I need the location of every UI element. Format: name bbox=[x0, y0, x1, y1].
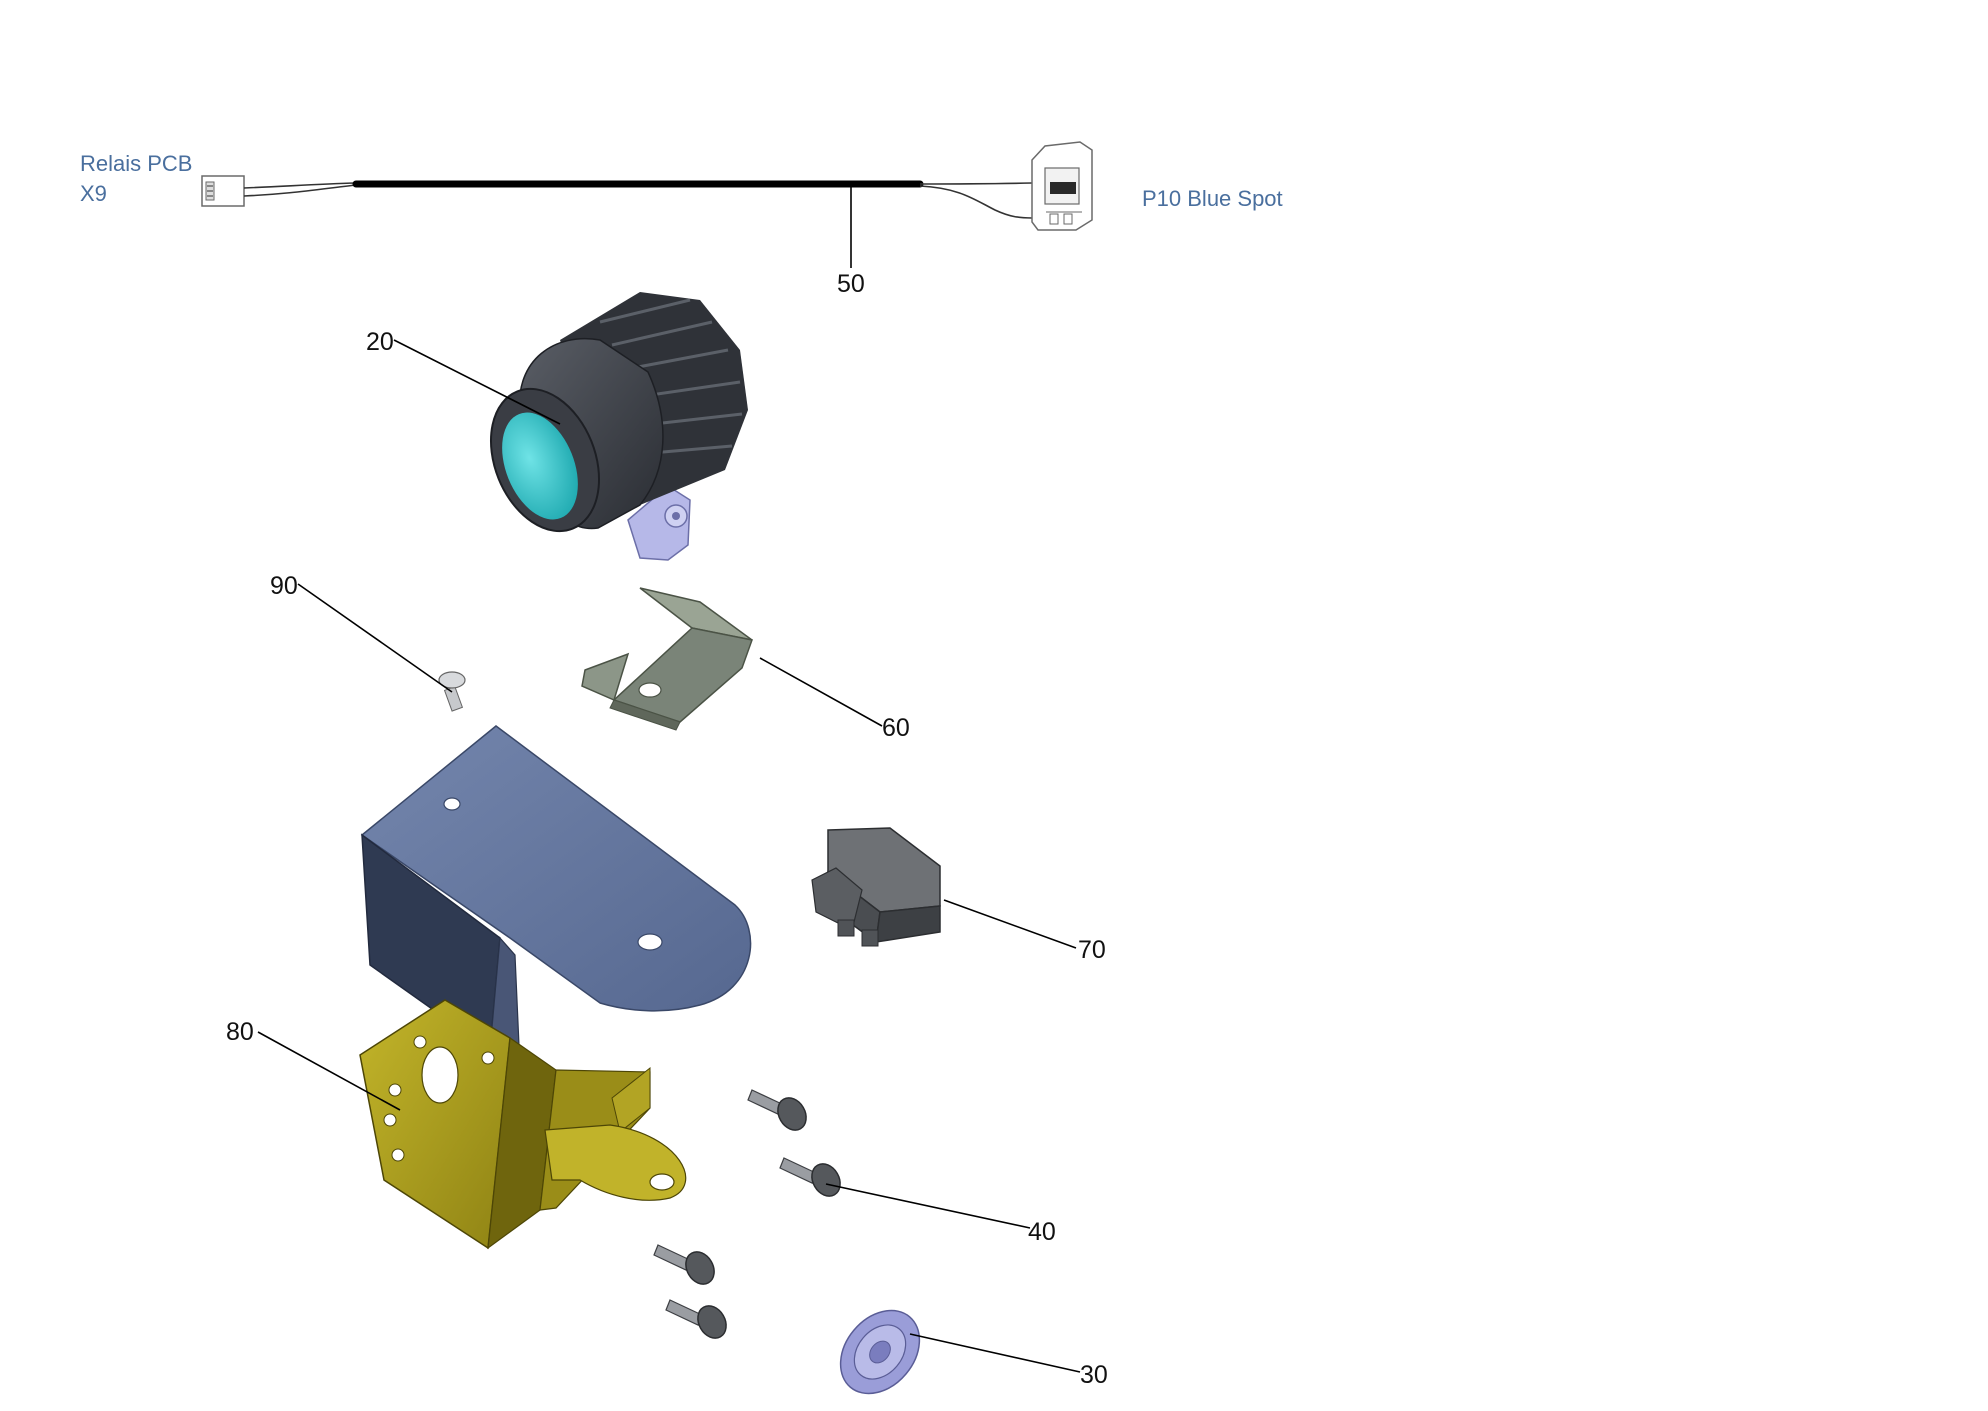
leader-40 bbox=[825, 1183, 1031, 1229]
screw-group-icon bbox=[653, 1089, 841, 1339]
leader-80 bbox=[257, 1031, 401, 1111]
callout-50: 50 bbox=[837, 270, 865, 298]
screw-icon bbox=[665, 1299, 727, 1339]
blue-spot-connector-icon bbox=[1031, 141, 1093, 231]
connector-label-p10-blue-spot: P10 Blue Spot bbox=[1142, 186, 1283, 211]
yellow-bracket-icon bbox=[359, 999, 687, 1250]
callout-90: 90 bbox=[270, 572, 298, 600]
callout-40: 40 bbox=[1028, 1218, 1056, 1246]
leader-60 bbox=[759, 657, 883, 727]
callout-80: 80 bbox=[226, 1018, 254, 1046]
leader-20 bbox=[393, 339, 561, 425]
callout-20: 20 bbox=[366, 328, 394, 356]
screw-icon bbox=[653, 1244, 715, 1285]
relay-pcb-connector-icon bbox=[201, 175, 245, 207]
spot-lamp-icon bbox=[489, 292, 748, 561]
connector-label-x9: X9 bbox=[80, 181, 107, 206]
screw-icon bbox=[779, 1157, 841, 1197]
callout-60: 60 bbox=[882, 714, 910, 742]
connector-label-relais-pcb: Relais PCB bbox=[80, 151, 192, 176]
callout-30: 30 bbox=[1080, 1361, 1108, 1389]
screw-icon bbox=[438, 671, 466, 712]
callout-70: 70 bbox=[1078, 936, 1106, 964]
mounting-plate-icon bbox=[581, 587, 753, 731]
relay-icon bbox=[811, 827, 941, 947]
screw-icon bbox=[747, 1089, 807, 1131]
leader-30 bbox=[909, 1333, 1081, 1373]
wire-harness-icon bbox=[201, 141, 1093, 231]
leader-70 bbox=[943, 899, 1077, 949]
leader-90 bbox=[297, 583, 453, 693]
leader-lines bbox=[257, 186, 1081, 1373]
grommet-icon bbox=[839, 1309, 921, 1395]
